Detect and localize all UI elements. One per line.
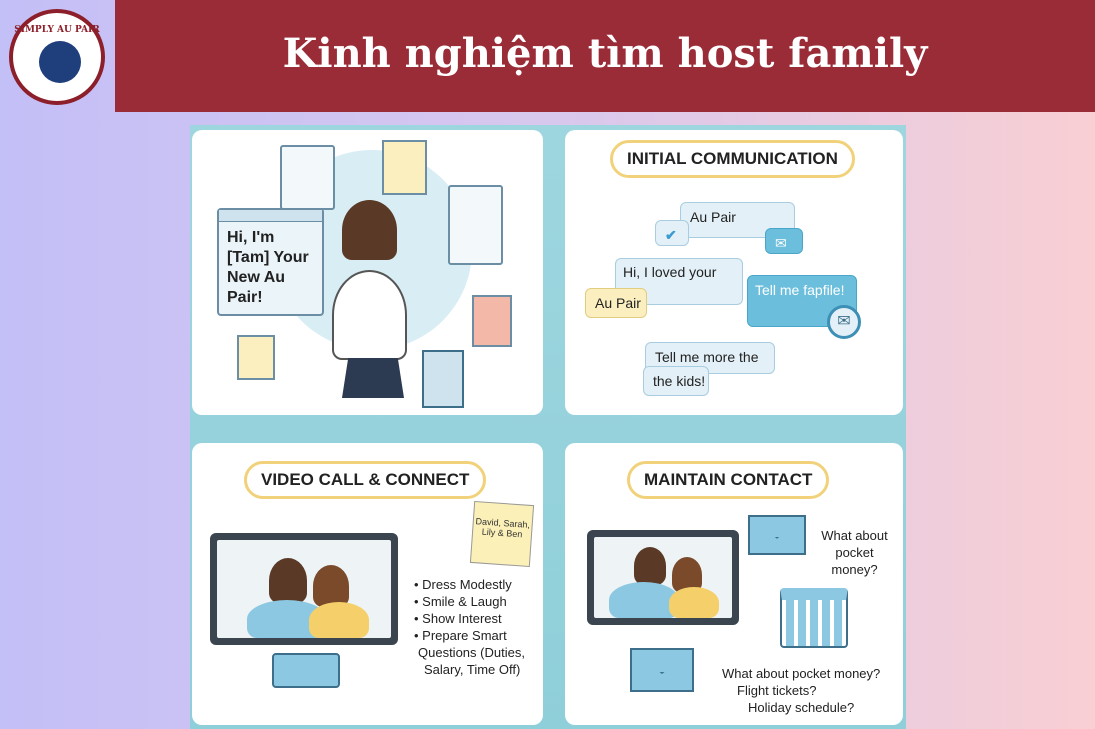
tip-item: Salary, Time Off)	[424, 662, 521, 677]
mail-icon: ✉	[765, 228, 803, 254]
tip-item: • Smile & Laugh	[414, 594, 507, 609]
envelope-icon	[630, 648, 694, 692]
chat-bubble: Au Pair	[585, 288, 647, 318]
tips-list: • Dress Modestly • Smile & Laugh • Show …	[414, 576, 525, 678]
contact-question: What about pocket money?	[722, 666, 881, 681]
contact-title: MAINTAIN CONTACT	[627, 461, 830, 499]
profile-intro: Hi, I'm [Tam] Your New Au Pair!	[227, 229, 309, 306]
au-pair-illustration	[342, 200, 397, 260]
tip-item: • Prepare Smart	[414, 628, 507, 643]
chat-bubble: Au Pair	[680, 202, 795, 238]
contact-question: Holiday schedule?	[748, 700, 855, 715]
pocket-money-question: What about pocket money?	[821, 528, 888, 577]
chat-bubble: the kids!	[643, 366, 709, 396]
video-call-monitor	[587, 530, 739, 625]
tip-item: Questions (Duties,	[418, 645, 525, 660]
logo: SIMPLY AU PAIR	[9, 9, 105, 105]
globe-icon	[39, 41, 81, 83]
search-mail-icon: ✉	[827, 305, 861, 339]
video-title: VIDEO CALL & CONNECT	[244, 461, 487, 499]
infographic: Hi, I'm [Tam] Your New Au Pair! INITIAL …	[190, 125, 906, 729]
page-title: Kinh nghiệm tìm host family	[282, 30, 928, 77]
header: Kinh nghiệm tìm host family	[115, 0, 1095, 112]
communication-title: INITIAL COMMUNICATION	[610, 140, 855, 178]
panel-communication: INITIAL COMMUNICATION Au Pair ✔ ✉ Hi, I …	[565, 130, 903, 415]
calendar-icon	[780, 588, 848, 648]
panel-video: VIDEO CALL & CONNECT David, Sarah, Lily …	[192, 443, 543, 725]
profile-card: Hi, I'm [Tam] Your New Au Pair!	[217, 208, 324, 316]
video-call-monitor	[210, 533, 398, 645]
panel-profile: Hi, I'm [Tam] Your New Au Pair!	[192, 130, 543, 415]
tip-item: • Dress Modestly	[414, 577, 512, 592]
panel-contact: MAINTAIN CONTACT What about pocket money…	[565, 443, 903, 725]
check-icon: ✔	[655, 220, 689, 246]
sticky-note: David, Sarah, Lily & Ben	[469, 500, 535, 568]
contact-question: Flight tickets?	[737, 683, 817, 698]
envelope-icon	[748, 515, 806, 555]
chat-bubble: Hi, I loved your	[615, 258, 743, 305]
tip-item: • Show Interest	[414, 611, 502, 626]
logo-text: SIMPLY AU PAIR	[14, 25, 100, 35]
